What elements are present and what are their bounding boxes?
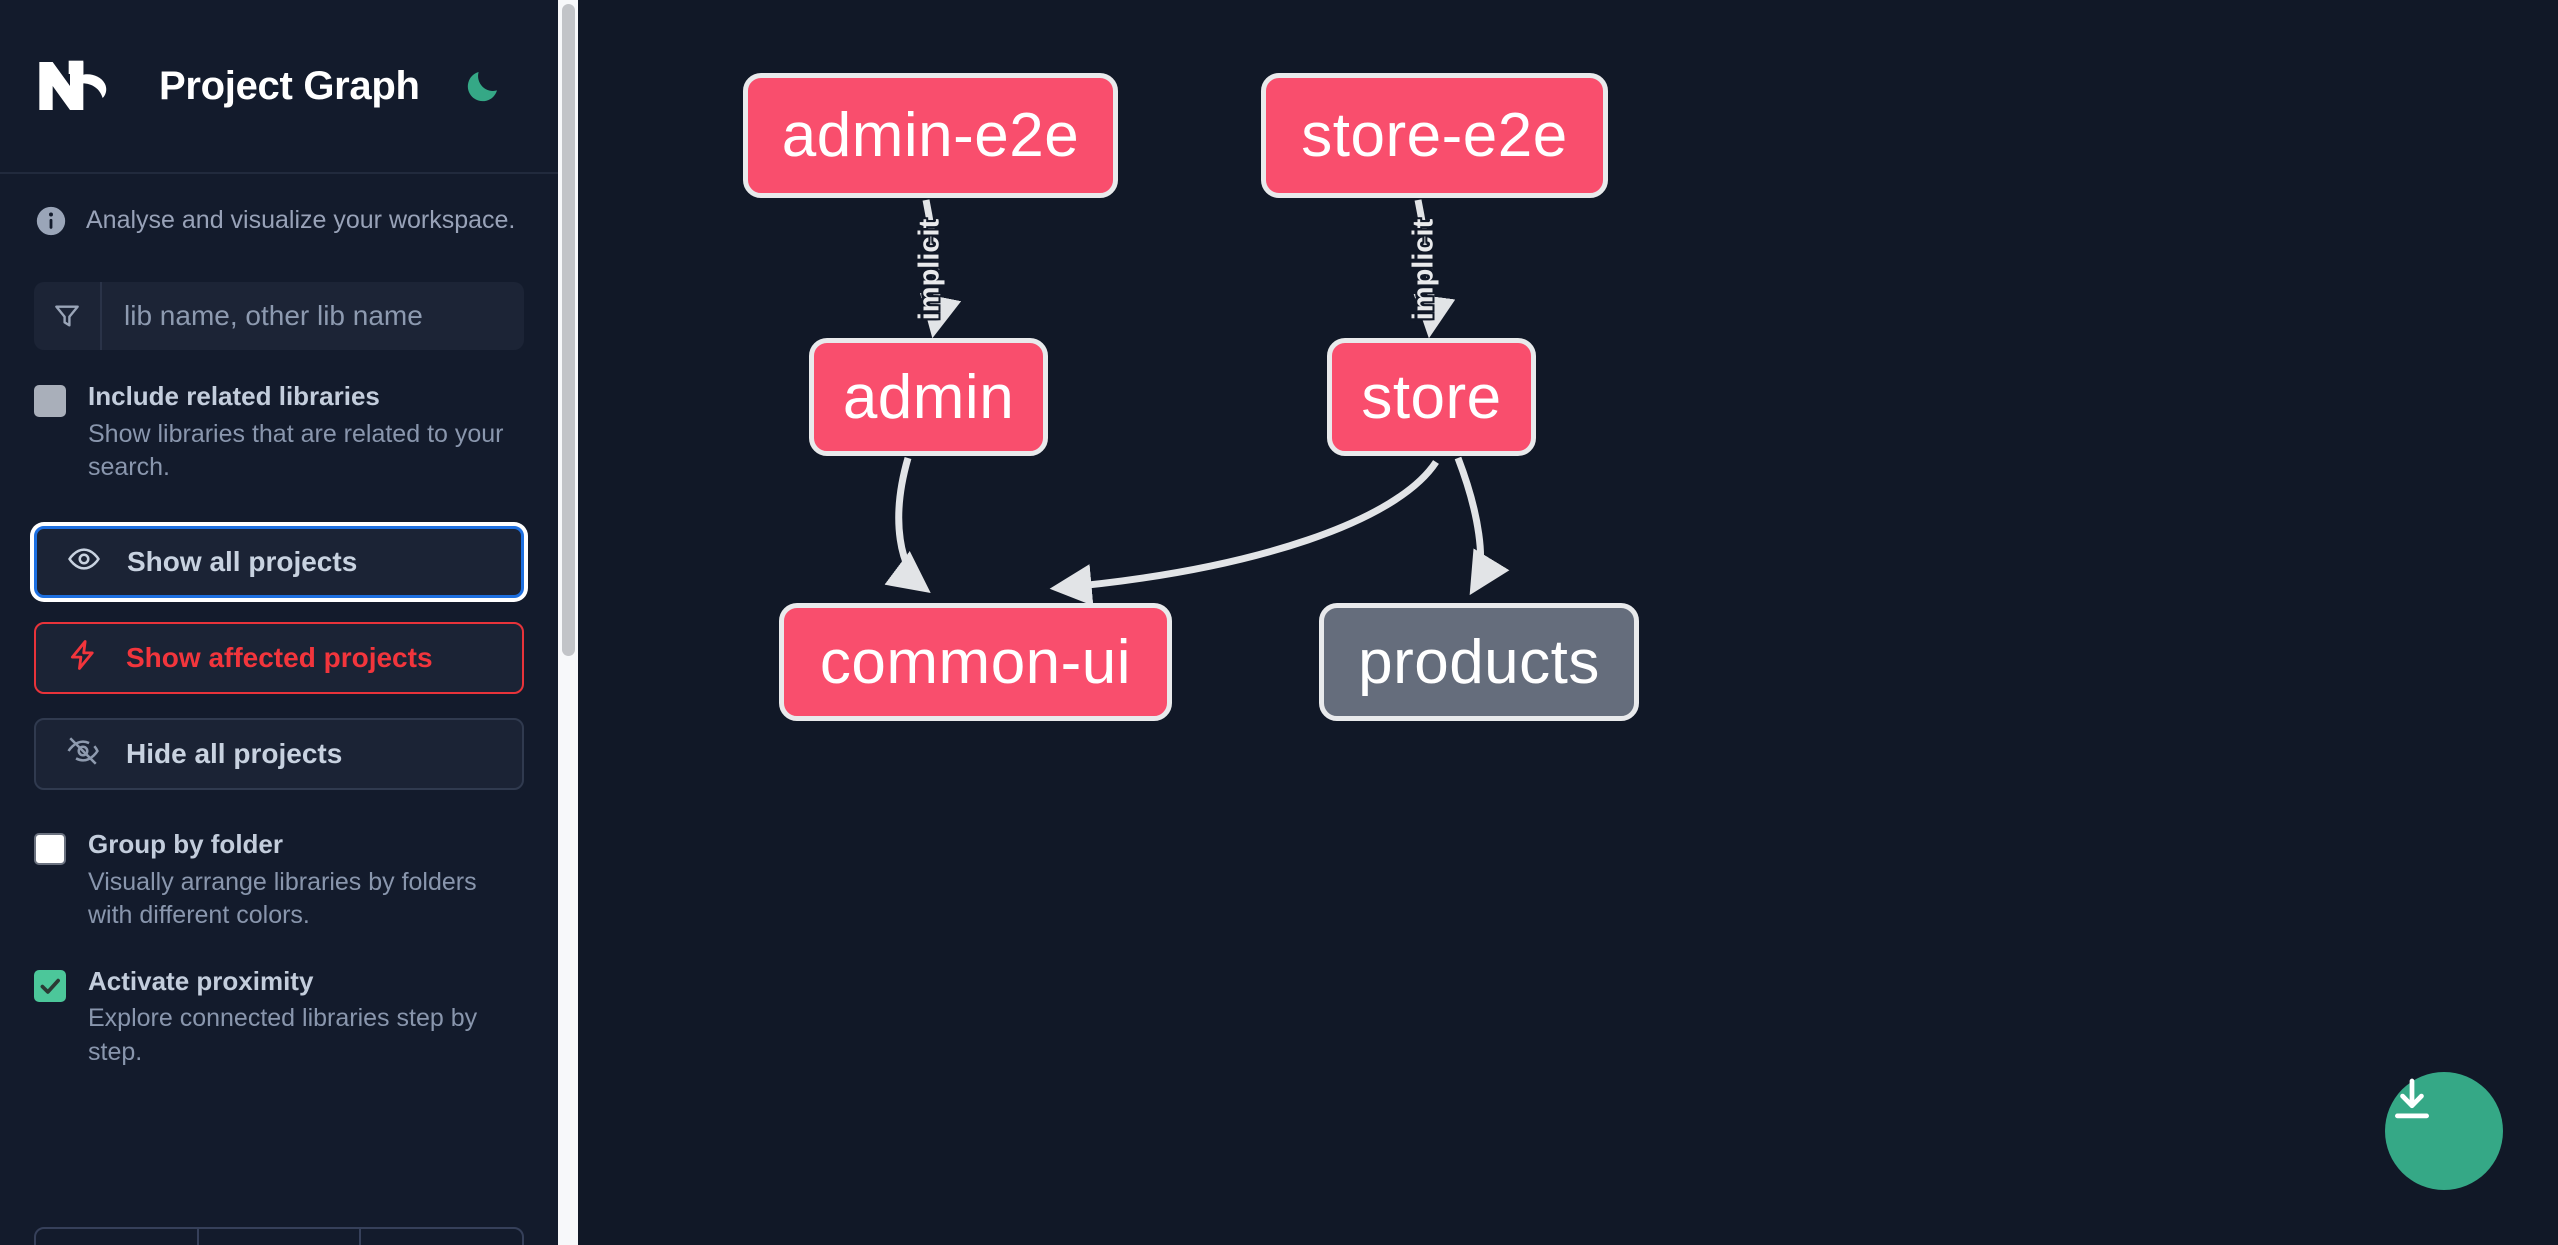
eye-icon bbox=[67, 542, 101, 583]
graph-node-label: store bbox=[1361, 362, 1502, 432]
graph-canvas[interactable]: admin-e2e store-e2e admin store common-u… bbox=[558, 0, 2558, 1245]
nx-logo-icon bbox=[34, 55, 114, 117]
graph-node-common-ui[interactable]: common-ui bbox=[779, 603, 1172, 721]
checkbox-description-group-by-folder: Visually arrange libraries by folders wi… bbox=[88, 868, 477, 930]
show-affected-projects-label: Show affected projects bbox=[126, 642, 433, 674]
segment-2[interactable] bbox=[199, 1229, 362, 1245]
search-input[interactable] bbox=[102, 282, 524, 350]
checkbox-description-include-related-libraries: Show libraries that are related to your … bbox=[88, 419, 504, 482]
workspace-info-text: Analyse and visualize your workspace. bbox=[86, 206, 516, 235]
checkbox-label-group-by-folder: Group by folder bbox=[88, 829, 283, 860]
sidebar-header: Project Graph bbox=[0, 0, 558, 174]
checkbox-label-include-related-libraries: Include related libraries bbox=[88, 381, 380, 411]
funnel-icon bbox=[34, 282, 102, 350]
graph-node-store[interactable]: store bbox=[1327, 338, 1536, 456]
segment-3[interactable] bbox=[361, 1229, 522, 1245]
eye-off-icon bbox=[66, 734, 100, 775]
checkbox-text-group: Activate proximity Explore connected lib… bbox=[88, 965, 523, 1069]
hide-all-projects-label: Hide all projects bbox=[126, 738, 343, 770]
filter-search-box[interactable] bbox=[34, 282, 524, 350]
checkbox-label-activate-proximity: Activate proximity bbox=[88, 965, 314, 996]
checkbox-description-activate-proximity: Explore connected libraries step by step… bbox=[88, 1004, 478, 1066]
proximity-step-segmented-control[interactable] bbox=[34, 1227, 524, 1245]
edge-store-to-common-ui bbox=[1049, 460, 1439, 606]
download-graph-button[interactable] bbox=[2385, 1072, 2503, 1190]
checkbox-activate-proximity[interactable] bbox=[34, 969, 66, 1002]
checkbox-row-activate-proximity[interactable]: Activate proximity Explore connected lib… bbox=[0, 933, 558, 1069]
graph-node-store-e2e[interactable]: store-e2e bbox=[1261, 73, 1608, 198]
page-title: Project Graph bbox=[159, 63, 420, 108]
sidebar-scrollbar-thumb[interactable] bbox=[562, 4, 575, 656]
checkbox-row-include-related-libraries[interactable]: Include related libraries Show libraries… bbox=[0, 350, 558, 484]
graph-node-label: store-e2e bbox=[1301, 101, 1568, 170]
edge-store-e2e-to-store bbox=[1413, 199, 1456, 339]
hide-all-projects-button[interactable]: Hide all projects bbox=[34, 718, 524, 791]
graph-node-label: admin-e2e bbox=[781, 101, 1080, 170]
graph-node-products[interactable]: products bbox=[1319, 603, 1639, 721]
info-circle-icon bbox=[34, 204, 68, 238]
graph-node-label: products bbox=[1358, 627, 1600, 697]
graph-edges bbox=[884, 199, 1510, 606]
graph-node-admin-e2e[interactable]: admin-e2e bbox=[743, 73, 1118, 198]
checkbox-include-related-libraries[interactable] bbox=[34, 385, 66, 417]
graph-node-label: common-ui bbox=[819, 627, 1132, 697]
sidebar: Project Graph Analyse and visualize your… bbox=[0, 0, 558, 1245]
edge-admin-to-common-ui bbox=[884, 457, 931, 594]
edge-store-to-products bbox=[1454, 456, 1510, 596]
project-visibility-buttons: Show all projects Show affected projects bbox=[34, 526, 524, 791]
checkbox-text-group: Group by folder Visually arrange librari… bbox=[88, 828, 523, 932]
segment-1[interactable] bbox=[36, 1229, 199, 1245]
checkbox-row-group-by-folder[interactable]: Group by folder Visually arrange librari… bbox=[0, 790, 558, 932]
graph-node-admin[interactable]: admin bbox=[809, 338, 1048, 456]
moon-icon[interactable] bbox=[460, 63, 506, 109]
workspace-info: Analyse and visualize your workspace. bbox=[0, 174, 558, 238]
show-all-projects-button[interactable]: Show all projects bbox=[34, 526, 524, 599]
checkbox-text-group: Include related libraries Show libraries… bbox=[88, 380, 523, 484]
show-all-projects-label: Show all projects bbox=[127, 546, 358, 578]
lightning-icon bbox=[66, 638, 100, 679]
graph-node-label: admin bbox=[842, 362, 1015, 432]
edge-admin-e2e-to-admin bbox=[919, 199, 962, 339]
show-affected-projects-button[interactable]: Show affected projects bbox=[34, 622, 524, 695]
checkbox-group-by-folder[interactable] bbox=[34, 833, 66, 866]
